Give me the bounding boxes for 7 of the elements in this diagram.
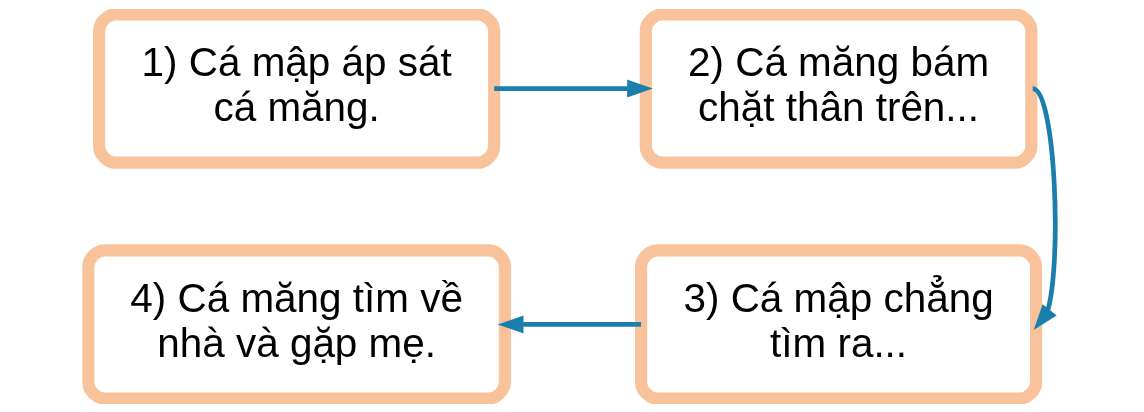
arrow — [497, 314, 642, 333]
node-box: 2) Cá măng bám chặt thân trên... — [639, 8, 1038, 169]
node-box: 1) Cá mập áp sát cá măng. — [93, 8, 501, 169]
node-box: 3) Cá mập chẳng tìm ra... — [635, 243, 1043, 404]
arrow — [1031, 86, 1058, 330]
arrow — [494, 79, 653, 98]
node-box: 4) Cá măng tìm về nhà và gặp mẹ. — [82, 243, 511, 404]
